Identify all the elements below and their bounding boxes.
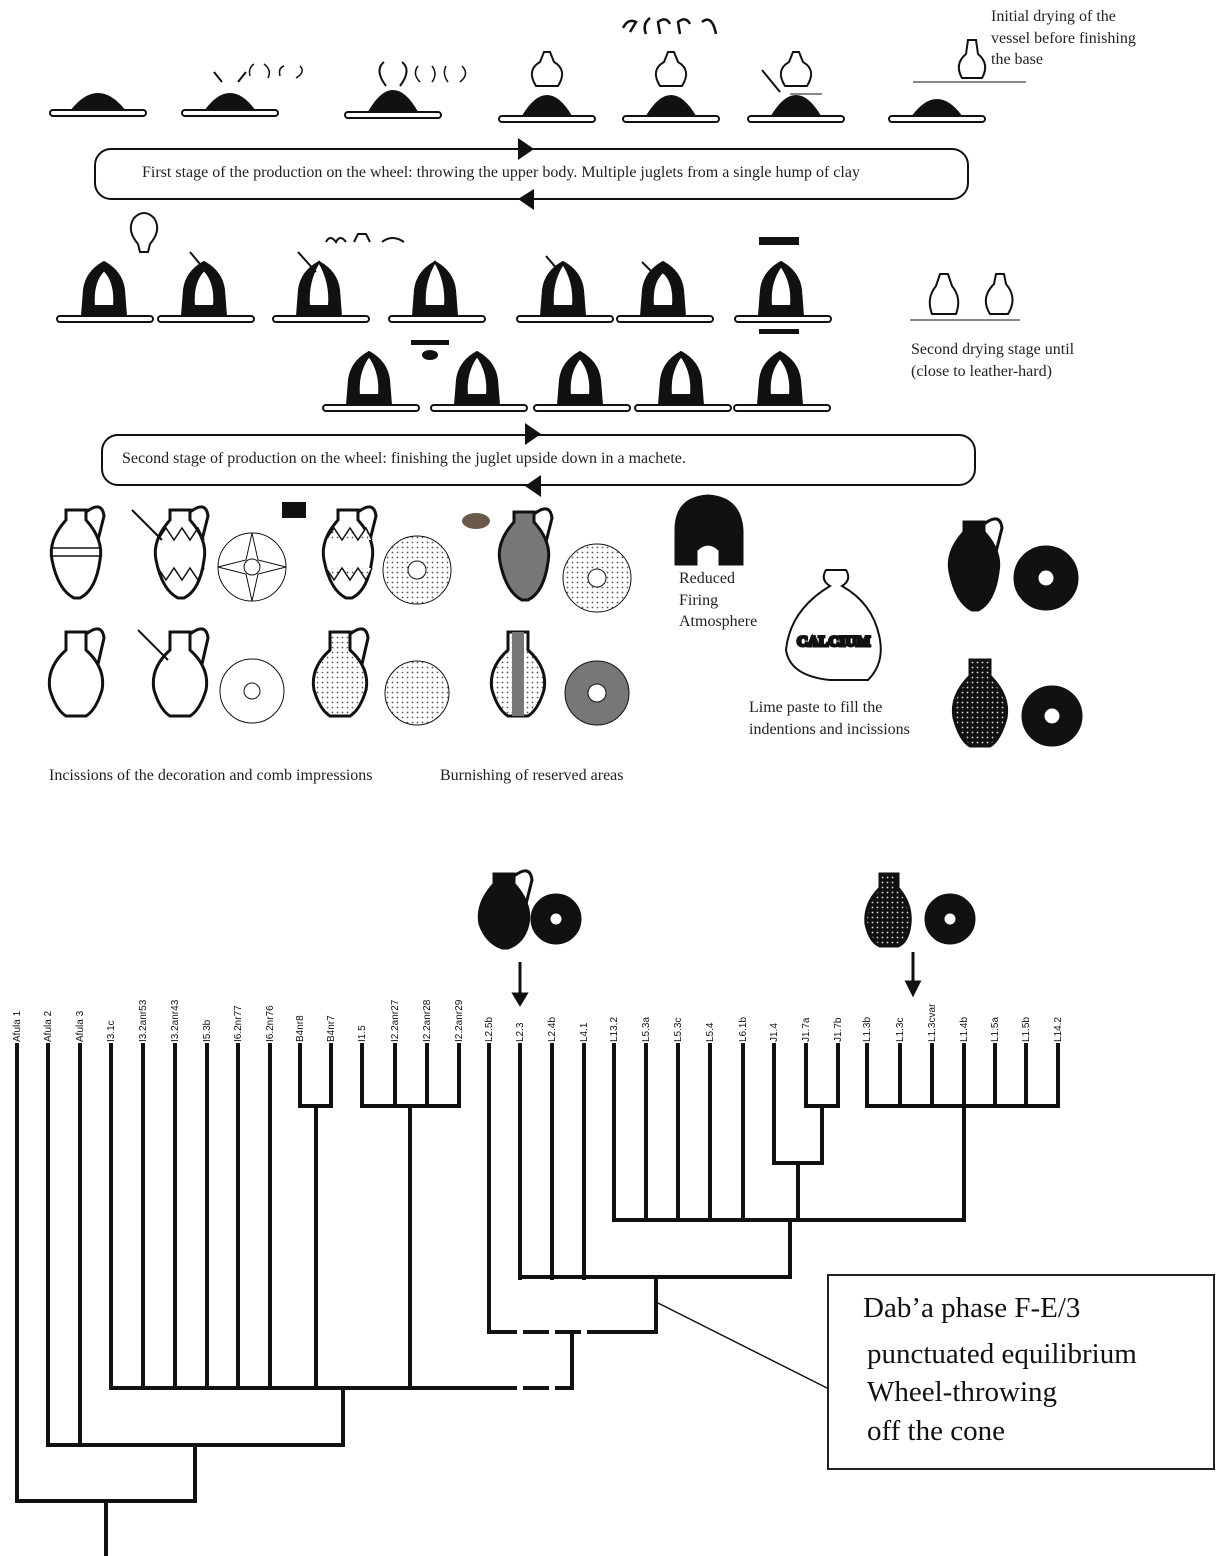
initial-drying-label: Initial drying of the vessel before fini… bbox=[991, 8, 1136, 69]
taxon-label: I6.2nr77 bbox=[233, 1005, 244, 1042]
stage1-banner-text: First stage of the production on the whe… bbox=[142, 164, 860, 181]
taxon-label: L1.4b bbox=[959, 1017, 970, 1042]
taxon-label: L5.4 bbox=[705, 1022, 716, 1042]
reduced-firing-label: Reduced Firing Atmosphere bbox=[679, 570, 758, 631]
taxon-label: I2.2anr29 bbox=[454, 999, 465, 1042]
decoration-stage: CALCIUM bbox=[47, 494, 1083, 748]
taxon-label: I3.1c bbox=[106, 1020, 117, 1042]
stage1-banner: First stage of the production on the whe… bbox=[94, 138, 969, 210]
callout-line-2: punctuated equilibrium bbox=[867, 1338, 1137, 1370]
taxon-label: L5.3c bbox=[673, 1018, 684, 1042]
stage1-sequence bbox=[49, 17, 1026, 123]
taxon-label: L2.5b bbox=[484, 1017, 495, 1042]
taxon-label: L1.5a bbox=[990, 1017, 1001, 1042]
taxon-label: I3.2anr53 bbox=[138, 999, 149, 1042]
taxon-label: B4nr7 bbox=[326, 1015, 337, 1042]
taxon-label: I2.2anr28 bbox=[422, 999, 433, 1042]
taxon-label: L5.3a bbox=[641, 1017, 652, 1042]
callout-pointer bbox=[657, 1302, 828, 1389]
stem-mask bbox=[517, 1280, 587, 1556]
stage2-sequence bbox=[56, 212, 1020, 412]
taxon-label: B4nr8 bbox=[295, 1015, 306, 1042]
taxon-label: I2.2anr27 bbox=[390, 999, 401, 1042]
phase-callout-box: Dab’a phase F-E/3 punctuated equilibrium… bbox=[827, 1274, 1215, 1470]
taxon-label: I1.5 bbox=[357, 1025, 368, 1042]
reference-juglets bbox=[477, 869, 976, 1007]
taxon-label: J1.4 bbox=[769, 1023, 780, 1042]
callout-line-4: off the cone bbox=[867, 1415, 1005, 1447]
taxon-label: L1.3cvar bbox=[927, 1003, 938, 1042]
taxon-label: L1.3b bbox=[862, 1017, 873, 1042]
taxon-label: L2.3 bbox=[515, 1022, 526, 1042]
stage2-banner-text: Second stage of production on the wheel:… bbox=[122, 450, 686, 467]
taxon-label: Afula 3 bbox=[75, 1010, 86, 1042]
dendrogram bbox=[15, 1043, 1060, 1556]
taxon-label: L6.1b bbox=[738, 1017, 749, 1042]
taxa-labels: Afula 1 Afula 2 Afula 3 I3.1c I3.2anr53 I3.2a… bbox=[12, 999, 1064, 1042]
taxon-label: J1.7b bbox=[833, 1017, 844, 1042]
lime-paste-label: Lime paste to fill the indentions and in… bbox=[749, 699, 910, 738]
callout-title: Dab’a phase F-E/3 bbox=[863, 1292, 1081, 1324]
incisions-label: Incissions of the decoration and comb im… bbox=[49, 767, 373, 784]
taxon-label: L4.1 bbox=[579, 1022, 590, 1042]
stage2-banner: Second stage of production on the wheel:… bbox=[101, 423, 976, 497]
taxon-label: I5.3b bbox=[202, 1019, 213, 1042]
calcium-label: CALCIUM bbox=[797, 634, 870, 650]
taxon-label: I3.2anr43 bbox=[170, 999, 181, 1042]
callout-line-3: Wheel-throwing bbox=[867, 1376, 1058, 1408]
taxon-label: L13.2 bbox=[609, 1017, 620, 1042]
taxon-label: Afula 1 bbox=[12, 1010, 23, 1042]
second-drying-label: Second drying stage until (close to leat… bbox=[911, 341, 1075, 380]
taxon-label: L14.2 bbox=[1053, 1017, 1064, 1042]
taxon-label: Afula 2 bbox=[43, 1010, 54, 1042]
taxon-label: L1.3c bbox=[895, 1018, 906, 1042]
l2-clade bbox=[518, 1045, 586, 1277]
taxon-label: L2.4b bbox=[547, 1017, 558, 1042]
taxon-label: I6.2nr76 bbox=[265, 1005, 276, 1042]
taxon-label: J1.7a bbox=[801, 1017, 812, 1042]
burnishing-label: Burnishing of reserved areas bbox=[440, 767, 624, 784]
taxon-label: L1.5b bbox=[1021, 1017, 1032, 1042]
